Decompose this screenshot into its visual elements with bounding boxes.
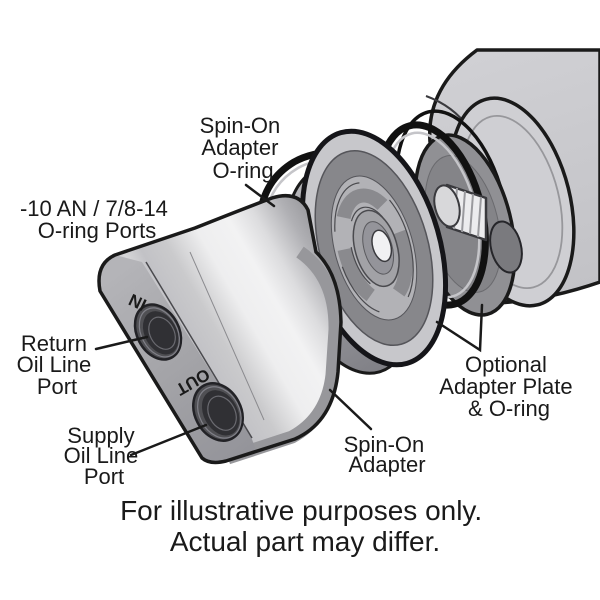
return-port (133, 303, 183, 361)
callout-line: Optional (465, 352, 547, 377)
supply-port-thread-2 (207, 395, 237, 431)
callout-spin-on-adapter: Spin-On Adapter (344, 432, 431, 477)
leader-spin-on-adapter (328, 388, 373, 431)
block-edge-band (225, 246, 342, 465)
disclaimer-line-2: Actual part may differ. (170, 526, 440, 557)
leader-supply-port (129, 423, 208, 457)
callout-line: O-ring (212, 158, 273, 183)
callout-line: -10 AN / 7/8-14 (20, 196, 168, 221)
disc-slot-outline-outer (334, 182, 414, 314)
disclaimer-line-1: For illustrative purposes only. (120, 495, 482, 526)
callout-line: Spin-On (200, 113, 281, 138)
supply-port-thread-1 (197, 386, 242, 439)
callout-line: Supply (67, 423, 134, 448)
threaded-nipple (433, 183, 488, 242)
disclaimer-text: For illustrative purposes only. Actual p… (120, 495, 490, 557)
callout-line: Oil Line (17, 352, 92, 377)
leader-optional-plate (435, 303, 484, 353)
in-engraving: IN (126, 290, 149, 314)
disc-center-hole (371, 229, 393, 263)
callout-supply-oil-line-port: Supply Oil Line Port (64, 423, 145, 489)
callout-line: Port (37, 374, 77, 399)
return-port-thread-2 (148, 316, 176, 350)
leader-return-port (94, 335, 149, 351)
disc-kidney-slots (335, 188, 413, 308)
callout-line: Adapter Plate (439, 374, 572, 399)
callout-line: Return (21, 331, 87, 356)
block-band-line (189, 251, 265, 421)
nipple-end-cap (433, 184, 461, 228)
callout-line: Adapter (201, 135, 278, 160)
callout-line: Adapter (348, 452, 425, 477)
callout-spin-on-adapter-oring: Spin-On Adapter O-ring (200, 113, 287, 183)
leader-lines (94, 183, 484, 457)
callout-line: Port (84, 464, 124, 489)
block-outline (97, 194, 343, 465)
callout-line: O-ring Ports (38, 218, 157, 243)
callout-line: Spin-On (344, 432, 425, 457)
return-port-bore (142, 311, 179, 355)
leader-spin-on-oring (244, 183, 276, 208)
return-port-thread-1 (138, 307, 180, 358)
callout-line: & O-ring (468, 396, 550, 421)
callout-oring-ports: -10 AN / 7/8-14 O-ring Ports (20, 196, 174, 243)
callout-line: Oil Line (64, 443, 139, 468)
callout-return-oil-line-port: Return Oil Line Port (17, 331, 98, 399)
callout-optional-adapter-plate: Optional Adapter Plate & O-ring (439, 352, 578, 421)
adapter-block: IN OUT (97, 194, 343, 465)
block-face (99, 195, 341, 463)
adapter-plate-drain-hole (489, 220, 523, 274)
